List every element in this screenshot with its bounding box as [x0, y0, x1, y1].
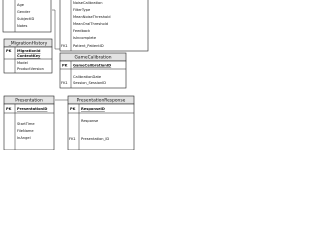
table-field: NoiseCalibration: [73, 1, 103, 5]
migration-history-table[interactable]: _MigrationHistory PK MigrationId Context…: [3, 38, 53, 74]
table-field: CalibrationDate: [73, 75, 102, 79]
table-field: Age: [17, 3, 25, 7]
table-field: ProductVersion: [17, 67, 44, 71]
table-field: FileName: [17, 129, 34, 133]
table-field: Gender: [17, 10, 31, 14]
table-field: MeanOralThreshold: [73, 22, 108, 26]
game-calibration-table[interactable]: GameCalibration PK GameCalibrationID Cal…: [59, 52, 127, 89]
table-field: GameCalibrationID: [73, 64, 111, 68]
table-field: Response: [81, 119, 99, 123]
presentation-response-table[interactable]: PresentationResponse PK ResponseID Respo…: [67, 95, 135, 150]
er-diagram: Age Gender SubjectID Notes NoiseCalibrat…: [2, 0, 149, 150]
table-key: FK1: [69, 137, 76, 141]
table-key: PK: [6, 107, 12, 111]
table-field: StartTime: [17, 122, 35, 126]
table-key: PK: [6, 49, 12, 53]
table-field: InAngel: [17, 136, 31, 140]
table-title: PresentationResponse: [77, 98, 126, 104]
table-field: Feedback: [73, 29, 91, 33]
table-field: FilterType: [73, 8, 91, 12]
patient-table[interactable]: Age Gender SubjectID Notes: [2, 0, 52, 33]
table-key: FK1: [61, 44, 68, 48]
table-field: Presentation_ID: [81, 137, 109, 141]
relationship-line: [52, 9, 60, 50]
table-key: FK1: [61, 81, 68, 85]
table-title: Presentation: [15, 98, 43, 104]
table-key: PK: [62, 64, 68, 68]
table-field: MeanNoiseThreshold: [73, 15, 110, 19]
table-field: Patient_PatientID: [73, 44, 104, 48]
table-field: Notes: [17, 24, 28, 28]
table-field: SubjectID: [17, 17, 34, 21]
table-field: Model: [17, 61, 28, 65]
presentation-table[interactable]: Presentation PK PresentationID StartTime…: [3, 95, 55, 150]
table-key: PK: [70, 107, 76, 111]
table-field: ResponseID: [81, 107, 105, 111]
table-field: Session_SessionID: [73, 81, 106, 85]
game-settings-table[interactable]: NoiseCalibration FilterType MeanNoiseThr…: [59, 0, 149, 52]
table-field: MigrationId: [17, 49, 41, 53]
table-title: GameCalibration: [75, 55, 112, 61]
table-title: _MigrationHistory: [8, 41, 48, 47]
table-field: IsIncomplete: [73, 36, 97, 40]
table-field: ContextKey: [17, 54, 41, 58]
table-field: PresentationID: [17, 107, 47, 111]
